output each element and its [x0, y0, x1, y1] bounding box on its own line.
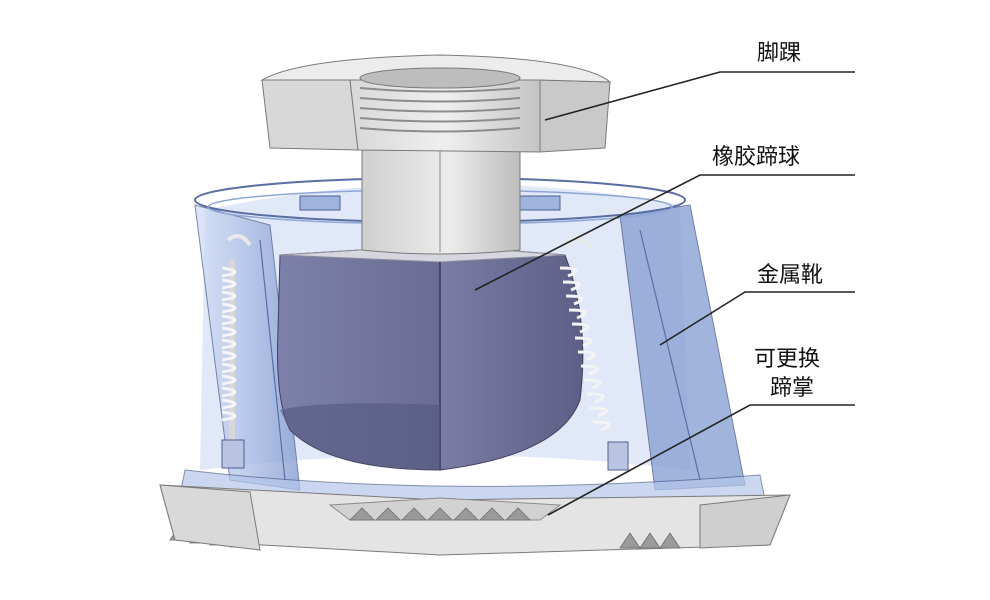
replaceable-hoof-sole: [159, 484, 791, 556]
leader-ankle: [544, 71, 855, 121]
label-replaceable-line1: 可更换: [754, 347, 821, 372]
leader-rubber-ball: [474, 174, 855, 291]
label-metal-boot: 金属靴: [757, 263, 824, 288]
rubber-hoof-ball: [277, 244, 584, 471]
left-spring: [221, 234, 252, 469]
thread-grooves: [359, 87, 521, 133]
ankle: [260, 54, 612, 255]
label-replaceable-line2: 蹄掌: [770, 376, 815, 401]
leader-lines: [474, 71, 855, 516]
leader-replaceable-sole: [547, 404, 855, 516]
label-ankle: 脚踝: [757, 41, 802, 66]
leader-metal-boot: [659, 291, 855, 346]
label-rubber-hoof-ball: 橡胶蹄球: [712, 145, 801, 170]
